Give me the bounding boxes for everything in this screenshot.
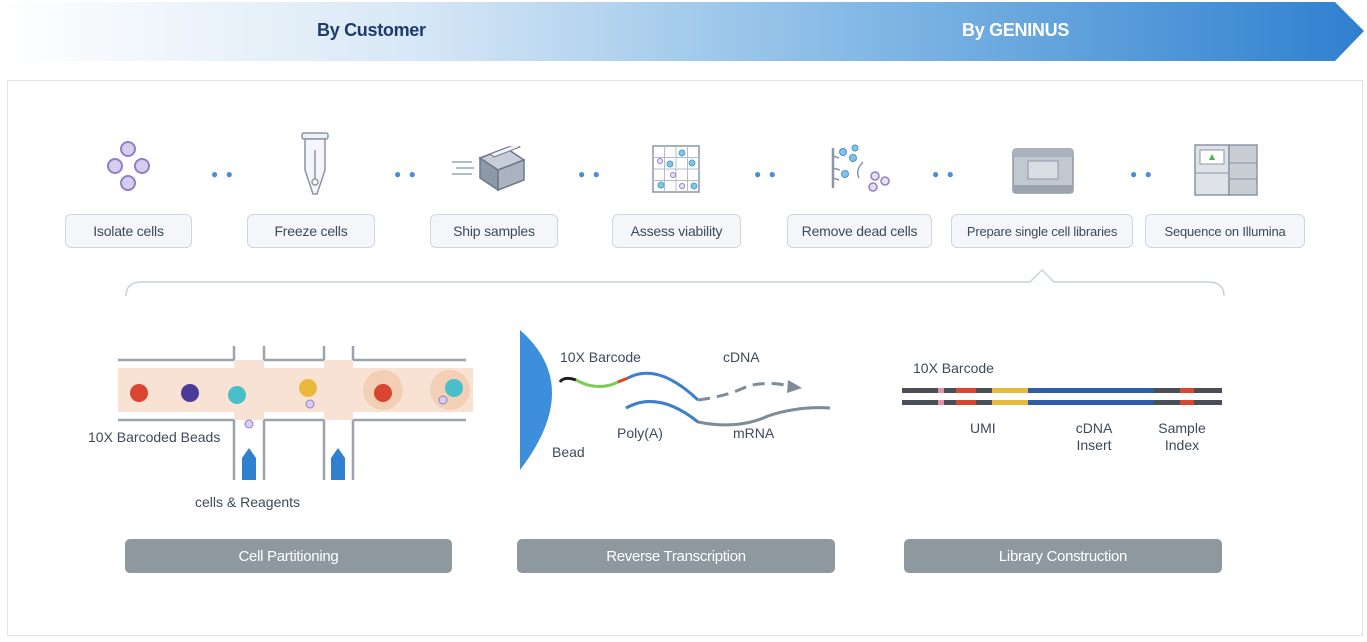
step-sequence-illumina: Sequence on Illumina: [1145, 214, 1305, 248]
grid-icon: [652, 145, 700, 193]
rt-barcode-label: 10X Barcode: [560, 349, 641, 365]
tube-icon: [301, 132, 329, 195]
stage-cell-partitioning: Cell Partitioning: [125, 539, 452, 573]
microfluidic-chip-diagram: [118, 346, 473, 480]
cdna-label: cDNA: [723, 349, 760, 365]
reverse-transcription-diagram: [520, 330, 831, 470]
barcoded-beads-label: 10X Barcoded Beads: [88, 429, 221, 445]
library-construct-diagram: [902, 388, 1222, 405]
step-connector-dots: ● ●: [932, 167, 956, 181]
step-connector-dots: ● ●: [578, 167, 602, 181]
workflow-banner-arrow: [0, 2, 1364, 61]
sample-index-label: Sample Index: [1154, 420, 1210, 454]
cdna-insert-label-line2: Insert: [1076, 437, 1112, 453]
instrument-icon: [1012, 148, 1074, 194]
lib-barcode-label: 10X Barcode: [913, 360, 994, 376]
cdna-insert-label: cDNA Insert: [1070, 420, 1118, 454]
step-remove-dead-cells: Remove dead cells: [787, 214, 932, 248]
sequencer-icon: [1194, 144, 1258, 196]
by-geninus-label: By GENINUS: [962, 20, 1070, 40]
step-freeze-cells: Freeze cells: [247, 214, 375, 248]
umi-label: UMI: [970, 420, 996, 436]
cdna-insert-label-line1: cDNA: [1075, 420, 1113, 436]
bead-label: Bead: [552, 444, 585, 460]
step-connector-dots: ● ●: [211, 167, 235, 181]
stage-reverse-transcription: Reverse Transcription: [517, 539, 835, 573]
step-isolate-cells: Isolate cells: [65, 214, 192, 248]
mrna-label: mRNA: [733, 425, 775, 441]
step-assess-viability: Assess viability: [612, 214, 741, 248]
cells-icon: [107, 141, 150, 191]
step-ship-samples: Ship samples: [430, 214, 558, 248]
sample-index-label-line1: Sample: [1158, 420, 1206, 436]
polya-label: Poly(A): [617, 425, 663, 441]
step-connector-dots: ● ●: [1130, 167, 1154, 181]
cells-reagents-label: cells & Reagents: [195, 494, 301, 510]
stage-library-construction: Library Construction: [904, 539, 1222, 573]
magnet-icon: [831, 144, 890, 192]
sample-index-label-line2: Index: [1164, 437, 1200, 453]
box-icon: [452, 146, 526, 192]
step-connector-dots: ● ●: [754, 167, 778, 181]
step-connector-dots: ● ●: [394, 167, 418, 181]
by-customer-label: By Customer: [317, 20, 426, 40]
step-prepare-libraries: Prepare single cell libraries: [951, 214, 1133, 248]
expansion-bracket: [125, 268, 1225, 297]
